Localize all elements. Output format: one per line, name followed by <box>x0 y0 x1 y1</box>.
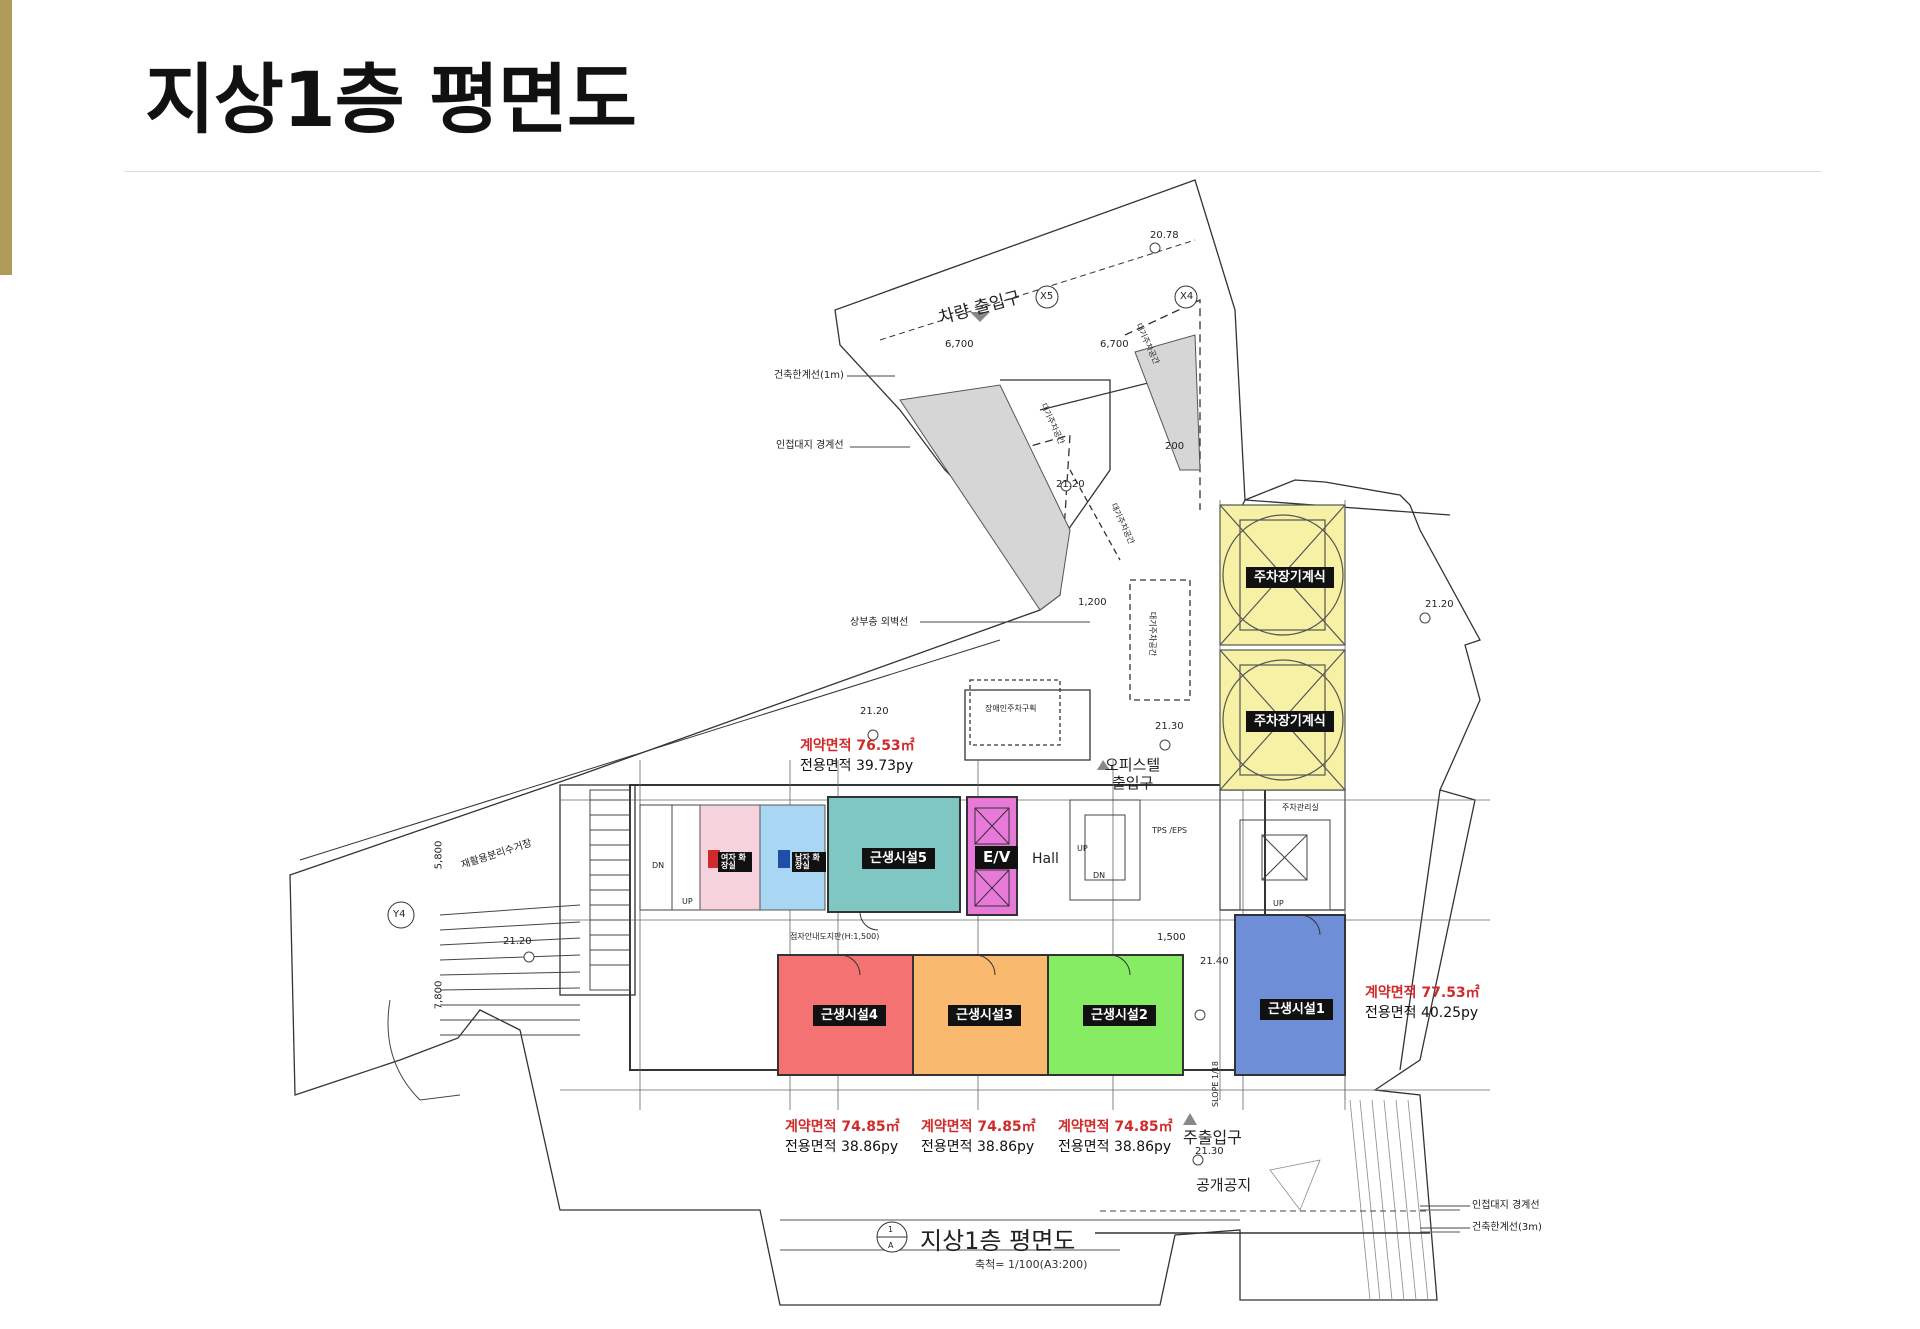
stair-down-label-1: DN <box>652 861 665 870</box>
dimension-6700-b: 6,700 <box>1100 339 1129 350</box>
shop5-tag: 근생시설5 <box>862 848 935 869</box>
parking-lift-2-label: 주차장기계식 <box>1246 711 1334 732</box>
shop3-area-info: 계약면적 74.85㎡ 전용면적 38.86py <box>921 1117 1036 1157</box>
caption-title: 지상1층 평면도 <box>920 1227 1076 1255</box>
elevation-2120-d: 21.20 <box>503 936 532 947</box>
shop4-contract-area: 계약면적 74.85㎡ <box>785 1119 900 1135</box>
dimension-1200: 1,200 <box>1078 597 1107 608</box>
accent-bar <box>0 0 12 275</box>
shop3-tag: 근생시설3 <box>948 1005 1021 1026</box>
elevator-label: E/V <box>975 846 1019 869</box>
stair-up-label-3: UP <box>1273 899 1284 908</box>
shop2-area <box>1047 954 1184 1076</box>
dimension-6700-a: 6,700 <box>945 339 974 350</box>
shop2-area-info: 계약면적 74.85㎡ 전용면적 38.86py <box>1058 1117 1173 1157</box>
stair-down-label-2: DN <box>1093 871 1106 880</box>
officetel-entrance-label-2: 출입구 <box>1112 774 1154 792</box>
shop1-area <box>1234 914 1346 1076</box>
shop3-contract-area: 계약면적 74.85㎡ <box>921 1119 1036 1135</box>
stair-up-label-2: UP <box>1077 844 1088 853</box>
shop5-contract-area: 계약면적 76.53㎡ <box>800 738 915 754</box>
elevation-2120-a: 21.20 <box>1056 479 1085 490</box>
title-divider <box>124 171 1821 172</box>
elevation-2130-b: 21.30 <box>1195 1146 1224 1157</box>
shop2-tag: 근생시설2 <box>1083 1005 1156 1026</box>
waiting-parking-label-4: 대기주차공간 <box>1148 611 1158 657</box>
adjacent-boundary-label: 인접대지 경계선 <box>776 440 844 451</box>
dimension-1500: 1,500 <box>1157 932 1186 943</box>
main-entrance-label: 주출입구 <box>1183 1128 1242 1147</box>
caption-number: 1 <box>888 1225 894 1234</box>
grid-y4-label: Y4 <box>393 909 406 920</box>
shop2-exclusive-area: 전용면적 38.86py <box>1058 1139 1172 1155</box>
shop1-tag: 근생시설1 <box>1260 999 1333 1020</box>
slope-label: SLOPE 1/18 <box>1210 1061 1220 1107</box>
male-restroom-label: 남자 화장실 <box>792 852 826 872</box>
dimension-200: 200 <box>1165 441 1185 452</box>
shop5-exclusive-area: 전용면적 39.73py <box>800 758 914 774</box>
shop2-contract-area: 계약면적 74.85㎡ <box>1058 1119 1173 1135</box>
shop4-tag: 근생시설4 <box>813 1005 886 1026</box>
shop4-exclusive-area: 전용면적 38.86py <box>785 1139 899 1155</box>
page-title: 지상1층 평면도 <box>145 55 637 144</box>
disabled-parking-label: 장애인주차구획 <box>985 704 1037 713</box>
shop4-area-info: 계약면적 74.85㎡ 전용면적 38.86py <box>785 1117 900 1157</box>
hall-label: Hall <box>1032 851 1059 867</box>
grid-x4-label: X4 <box>1180 291 1194 302</box>
female-restroom-label: 여자 화장실 <box>718 852 752 872</box>
shop1-exclusive-area: 전용면적 40.25py <box>1365 1005 1479 1021</box>
parking-office-label: 주차관리실 <box>1282 803 1319 812</box>
shop5-area-info: 계약면적 76.53㎡ 전용면적 39.73py <box>800 736 915 776</box>
parking-lift-1-label: 주차장기계식 <box>1246 567 1334 588</box>
caption-building-limit-3m: 건축한계선(3m) <box>1472 1222 1542 1233</box>
landscape-area-2 <box>1134 334 1201 471</box>
shop3-exclusive-area: 전용면적 38.86py <box>921 1139 1035 1155</box>
elevation-2078: 20.78 <box>1150 230 1179 241</box>
grid-x5-label: X5 <box>1040 291 1054 302</box>
tps-eps-label: TPS /EPS <box>1152 826 1187 835</box>
evacuation-map-label: 점자안내도지판(H:1,500) <box>790 932 880 941</box>
elevation-2120-c: 21.20 <box>860 706 889 717</box>
caption-adjacent-boundary: 인접대지 경계선 <box>1472 1200 1540 1211</box>
elevation-2120-b: 21.20 <box>1425 599 1454 610</box>
building-limit-1m-label: 건축한계선(1m) <box>774 370 844 381</box>
site-boundary <box>289 179 1481 1306</box>
officetel-entrance-label-1: 오피스텔 <box>1105 756 1161 774</box>
dimension-7800: 7,800 <box>433 980 445 1010</box>
shop1-area-info: 계약면적 77.53㎡ 전용면적 40.25py <box>1365 983 1480 1023</box>
elevation-2140: 21.40 <box>1200 956 1229 967</box>
upper-wall-line-label: 상부층 외벽선 <box>850 617 909 628</box>
caption-letter: A <box>888 1241 894 1250</box>
stair-up-label-1: UP <box>682 897 693 906</box>
elevation-2130-a: 21.30 <box>1155 721 1184 732</box>
shop1-contract-area: 계약면적 77.53㎡ <box>1365 985 1480 1001</box>
caption-scale: 축척= 1/100(A3:200) <box>975 1258 1088 1271</box>
dimension-5800: 5,800 <box>433 840 445 870</box>
landscape-area-1 <box>899 384 1071 611</box>
public-space-label: 공개공지 <box>1196 1176 1252 1194</box>
